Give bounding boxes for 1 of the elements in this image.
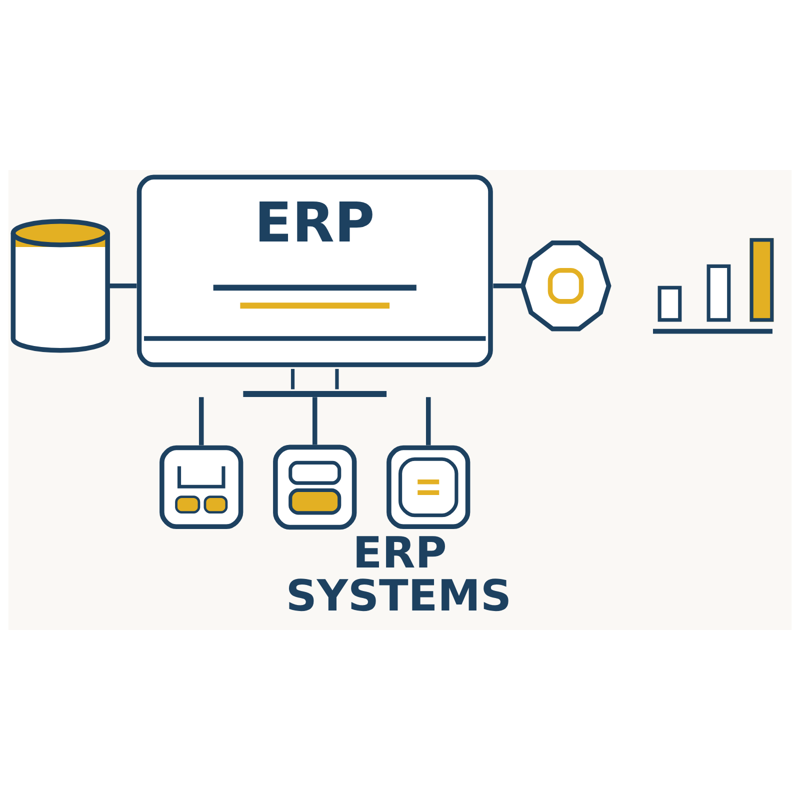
- diagram-title: ERP SYSTEMS: [286, 528, 512, 622]
